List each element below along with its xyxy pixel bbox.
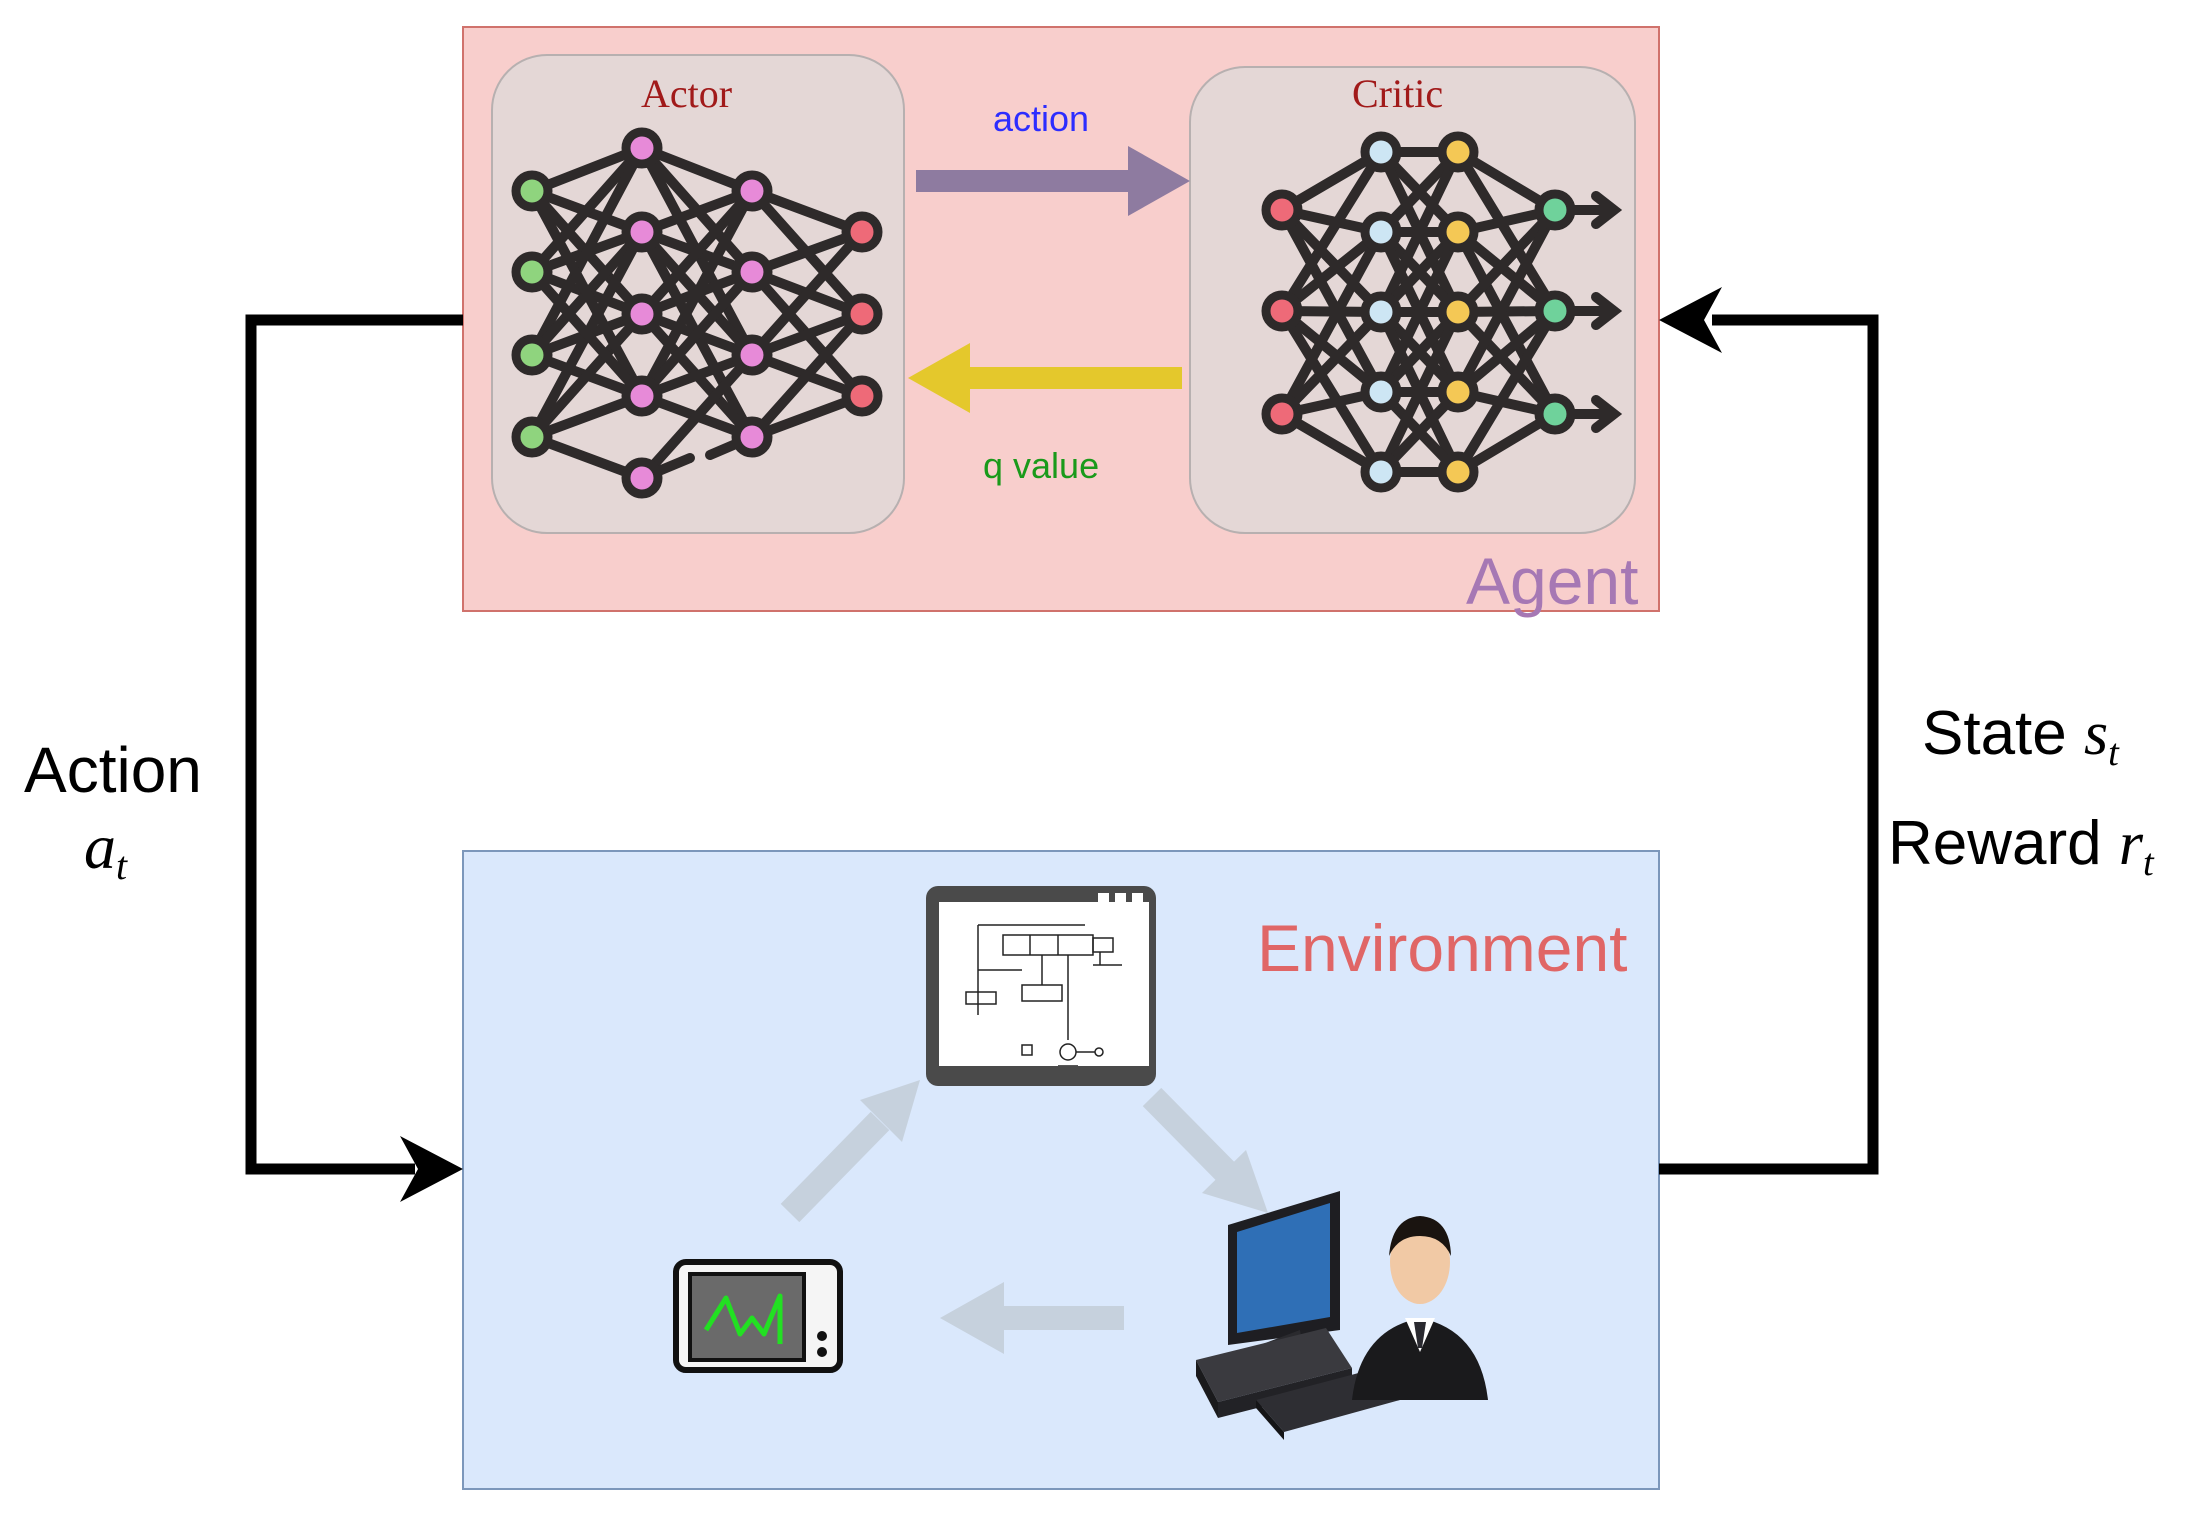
action-feedback-arrow (245, 314, 463, 1202)
critic-network-icon (1261, 131, 1623, 493)
state-label-text: State (1922, 699, 2067, 768)
action-message-label: action (993, 98, 1090, 139)
action-symbol: at (84, 810, 127, 889)
action-loop-label: Action (24, 734, 202, 806)
env-cycle-arrows (780, 1080, 1268, 1354)
action-arrow (916, 146, 1190, 216)
reward-symbol-subscript: t (2143, 841, 2154, 884)
qvalue-message-label: q value (983, 445, 1100, 486)
qvalue-arrow (908, 343, 1182, 413)
reward-symbol-letter: r (2118, 810, 2144, 878)
action-symbol-subscript: t (116, 844, 128, 889)
environment-label: Environment (1257, 911, 1628, 985)
actor-title: Actor (641, 71, 733, 116)
action-symbol-letter: a (84, 811, 116, 882)
state-symbol: st (2084, 700, 2119, 774)
actor-network-icon (511, 127, 883, 499)
simulation-window-icon (926, 886, 1156, 1086)
state-symbol-subscript: t (2108, 731, 2119, 774)
reward-label-text: Reward (1888, 809, 2102, 878)
state-symbol-letter: s (2084, 700, 2109, 768)
agent-label: Agent (1466, 544, 1639, 618)
state-loop-label: State st (1922, 698, 2119, 775)
oscilloscope-icon (673, 1259, 843, 1373)
reward-symbol: rt (2118, 810, 2154, 884)
operator-computer-icon (1196, 1191, 1488, 1440)
critic-title: Critic (1352, 71, 1444, 116)
state-reward-feedback-arrow (1659, 287, 1879, 1175)
reward-loop-label: Reward rt (1888, 808, 2154, 885)
